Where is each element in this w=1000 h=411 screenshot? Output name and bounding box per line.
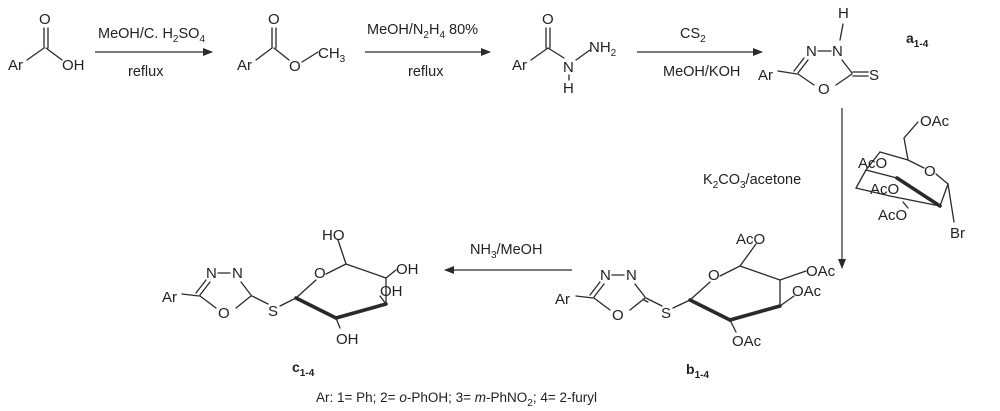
hydrazide-structure: Ar O N H NH2 (512, 11, 617, 97)
atom-o: O (314, 265, 326, 282)
compound-label-a: a1-4 (906, 30, 929, 50)
atom-n: N (600, 267, 611, 284)
atom-o: O (268, 11, 280, 28)
deprotected-glycoside-structure: N N O Ar S O HO OH OH OH c1-4 (162, 227, 419, 379)
atom-oac: OAc (792, 283, 822, 300)
atom-aco: AcO (736, 231, 765, 248)
arrow-step-4: K2CO3/acetone (703, 108, 846, 269)
atom-n: N (563, 59, 574, 76)
aryl-legend-footnote: Ar: 1= Ph; 2= o-PhOH; 3= m-PhNO2; 4= 2-f… (316, 390, 597, 409)
atom-ar: Ar (758, 67, 773, 84)
atom-ar: Ar (162, 289, 177, 306)
step1-reagent: MeOH/C. H2SO4 (98, 26, 205, 45)
methyl-ester-structure: Ar O O CH3 (237, 11, 346, 75)
acetobromoglucose-structure: OAc O Br AcO AcO AcO (855, 113, 965, 242)
compound-label-b: b1-4 (686, 361, 709, 381)
atom-oh: OH (336, 331, 359, 348)
arrow-step-1: MeOH/C. H2SO4 reflux (95, 26, 213, 80)
atom-oh: OH (396, 261, 419, 278)
arrow-step-3: CS2 MeOH/KOH (637, 26, 763, 80)
atom-h: H (838, 5, 849, 22)
atom-o: O (289, 58, 301, 75)
atom-s: S (869, 67, 879, 84)
atom-o: O (542, 11, 554, 28)
step4-reagent: K2CO3/acetone (703, 172, 801, 191)
atom-br: Br (950, 225, 965, 242)
atom-s: S (268, 303, 278, 320)
atom-o: O (39, 11, 51, 28)
carboxylic-acid-structure: Ar O OH (8, 11, 85, 74)
step2-condition: reflux (408, 64, 444, 80)
atom-nh2: NH2 (589, 39, 617, 59)
atom-n: N (832, 43, 843, 60)
atom-oac: OAc (732, 333, 762, 350)
atom-h: H (563, 80, 574, 97)
atom-aco: AcO (858, 155, 887, 172)
atom-n: N (232, 265, 243, 282)
atom-o: O (818, 81, 830, 98)
step5-reagent: NH3/MeOH (470, 242, 542, 261)
atom-o: O (612, 307, 624, 324)
atom-ar: Ar (8, 57, 23, 74)
atom-ch3: CH3 (318, 45, 346, 65)
step3-condition: MeOH/KOH (663, 64, 740, 80)
step3-reagent: CS2 (680, 26, 706, 45)
step1-condition: reflux (128, 64, 164, 80)
oxadiazole-thione-structure: N N H O S Ar a1-4 (758, 5, 929, 98)
acetylated-glycoside-structure: N N O Ar S O AcO OAc OAc OAc b1-4 (555, 231, 836, 381)
step2-reagent: MeOH/N2H4 80% (367, 22, 478, 41)
atom-ar: Ar (237, 57, 252, 74)
atom-oac: OAc (920, 113, 950, 130)
atom-s: S (661, 305, 671, 322)
atom-o: O (708, 267, 720, 284)
arrow-step-5: NH3/MeOH (444, 242, 572, 274)
compound-label-c: c1-4 (292, 359, 315, 379)
atom-aco: AcO (878, 207, 907, 224)
atom-n: N (626, 267, 637, 284)
atom-ar: Ar (555, 291, 570, 308)
atom-n: N (206, 265, 217, 282)
atom-aco: AcO (870, 181, 899, 198)
atom-ar: Ar (512, 57, 527, 74)
atom-o: O (924, 163, 936, 180)
atom-oh: OH (380, 283, 403, 300)
atom-oac: OAc (806, 263, 836, 280)
atom-n: N (806, 43, 817, 60)
atom-o: O (218, 305, 230, 322)
arrow-step-2: MeOH/N2H4 80% reflux (365, 22, 491, 80)
atom-ho: HO (322, 227, 345, 244)
atom-oh: OH (62, 57, 85, 74)
